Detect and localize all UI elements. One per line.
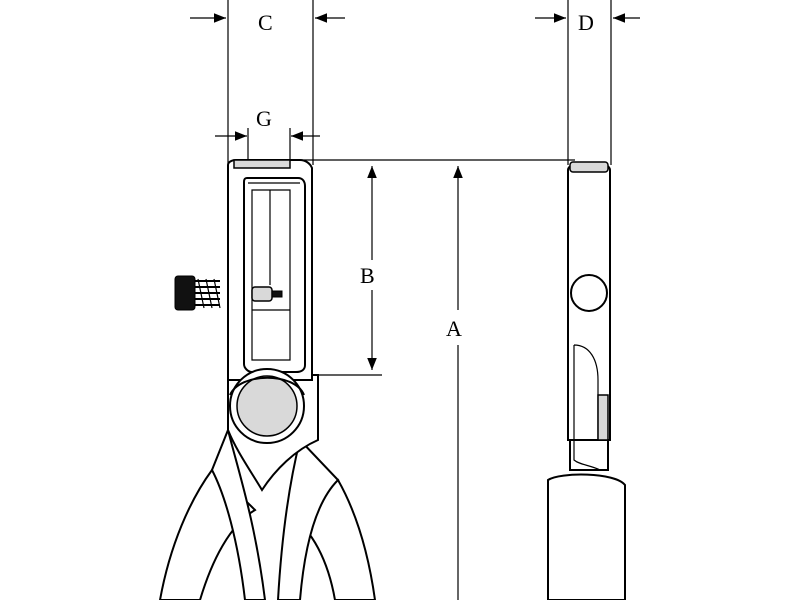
side-blade-edge xyxy=(597,394,609,441)
stop-pin xyxy=(251,286,273,302)
dim-label-b: B xyxy=(360,263,375,288)
side-view xyxy=(547,161,626,600)
pivot-rim xyxy=(229,376,305,396)
dimension-lines xyxy=(190,0,640,600)
adjusting-screw-thread xyxy=(195,278,221,309)
stop-pin-tip xyxy=(271,290,283,298)
center-handle-left xyxy=(210,426,267,600)
dim-label-d: D xyxy=(578,10,594,35)
front-view xyxy=(158,159,377,600)
side-handle xyxy=(547,473,626,600)
dimension-labels: C D G B A xyxy=(256,10,594,341)
side-top-plate xyxy=(569,161,609,173)
side-pivot xyxy=(570,274,608,312)
dim-label-g: G xyxy=(256,106,272,131)
dim-label-c: C xyxy=(258,10,273,35)
top-blade-plate xyxy=(233,159,291,169)
dim-label-a: A xyxy=(446,316,462,341)
center-handle-right xyxy=(276,437,340,600)
adjusting-screw-head xyxy=(174,275,196,311)
inner-slot xyxy=(243,177,306,373)
side-jaw-detail xyxy=(573,344,601,471)
pivot-inner xyxy=(236,375,298,437)
inner-slot-inner xyxy=(251,189,291,361)
